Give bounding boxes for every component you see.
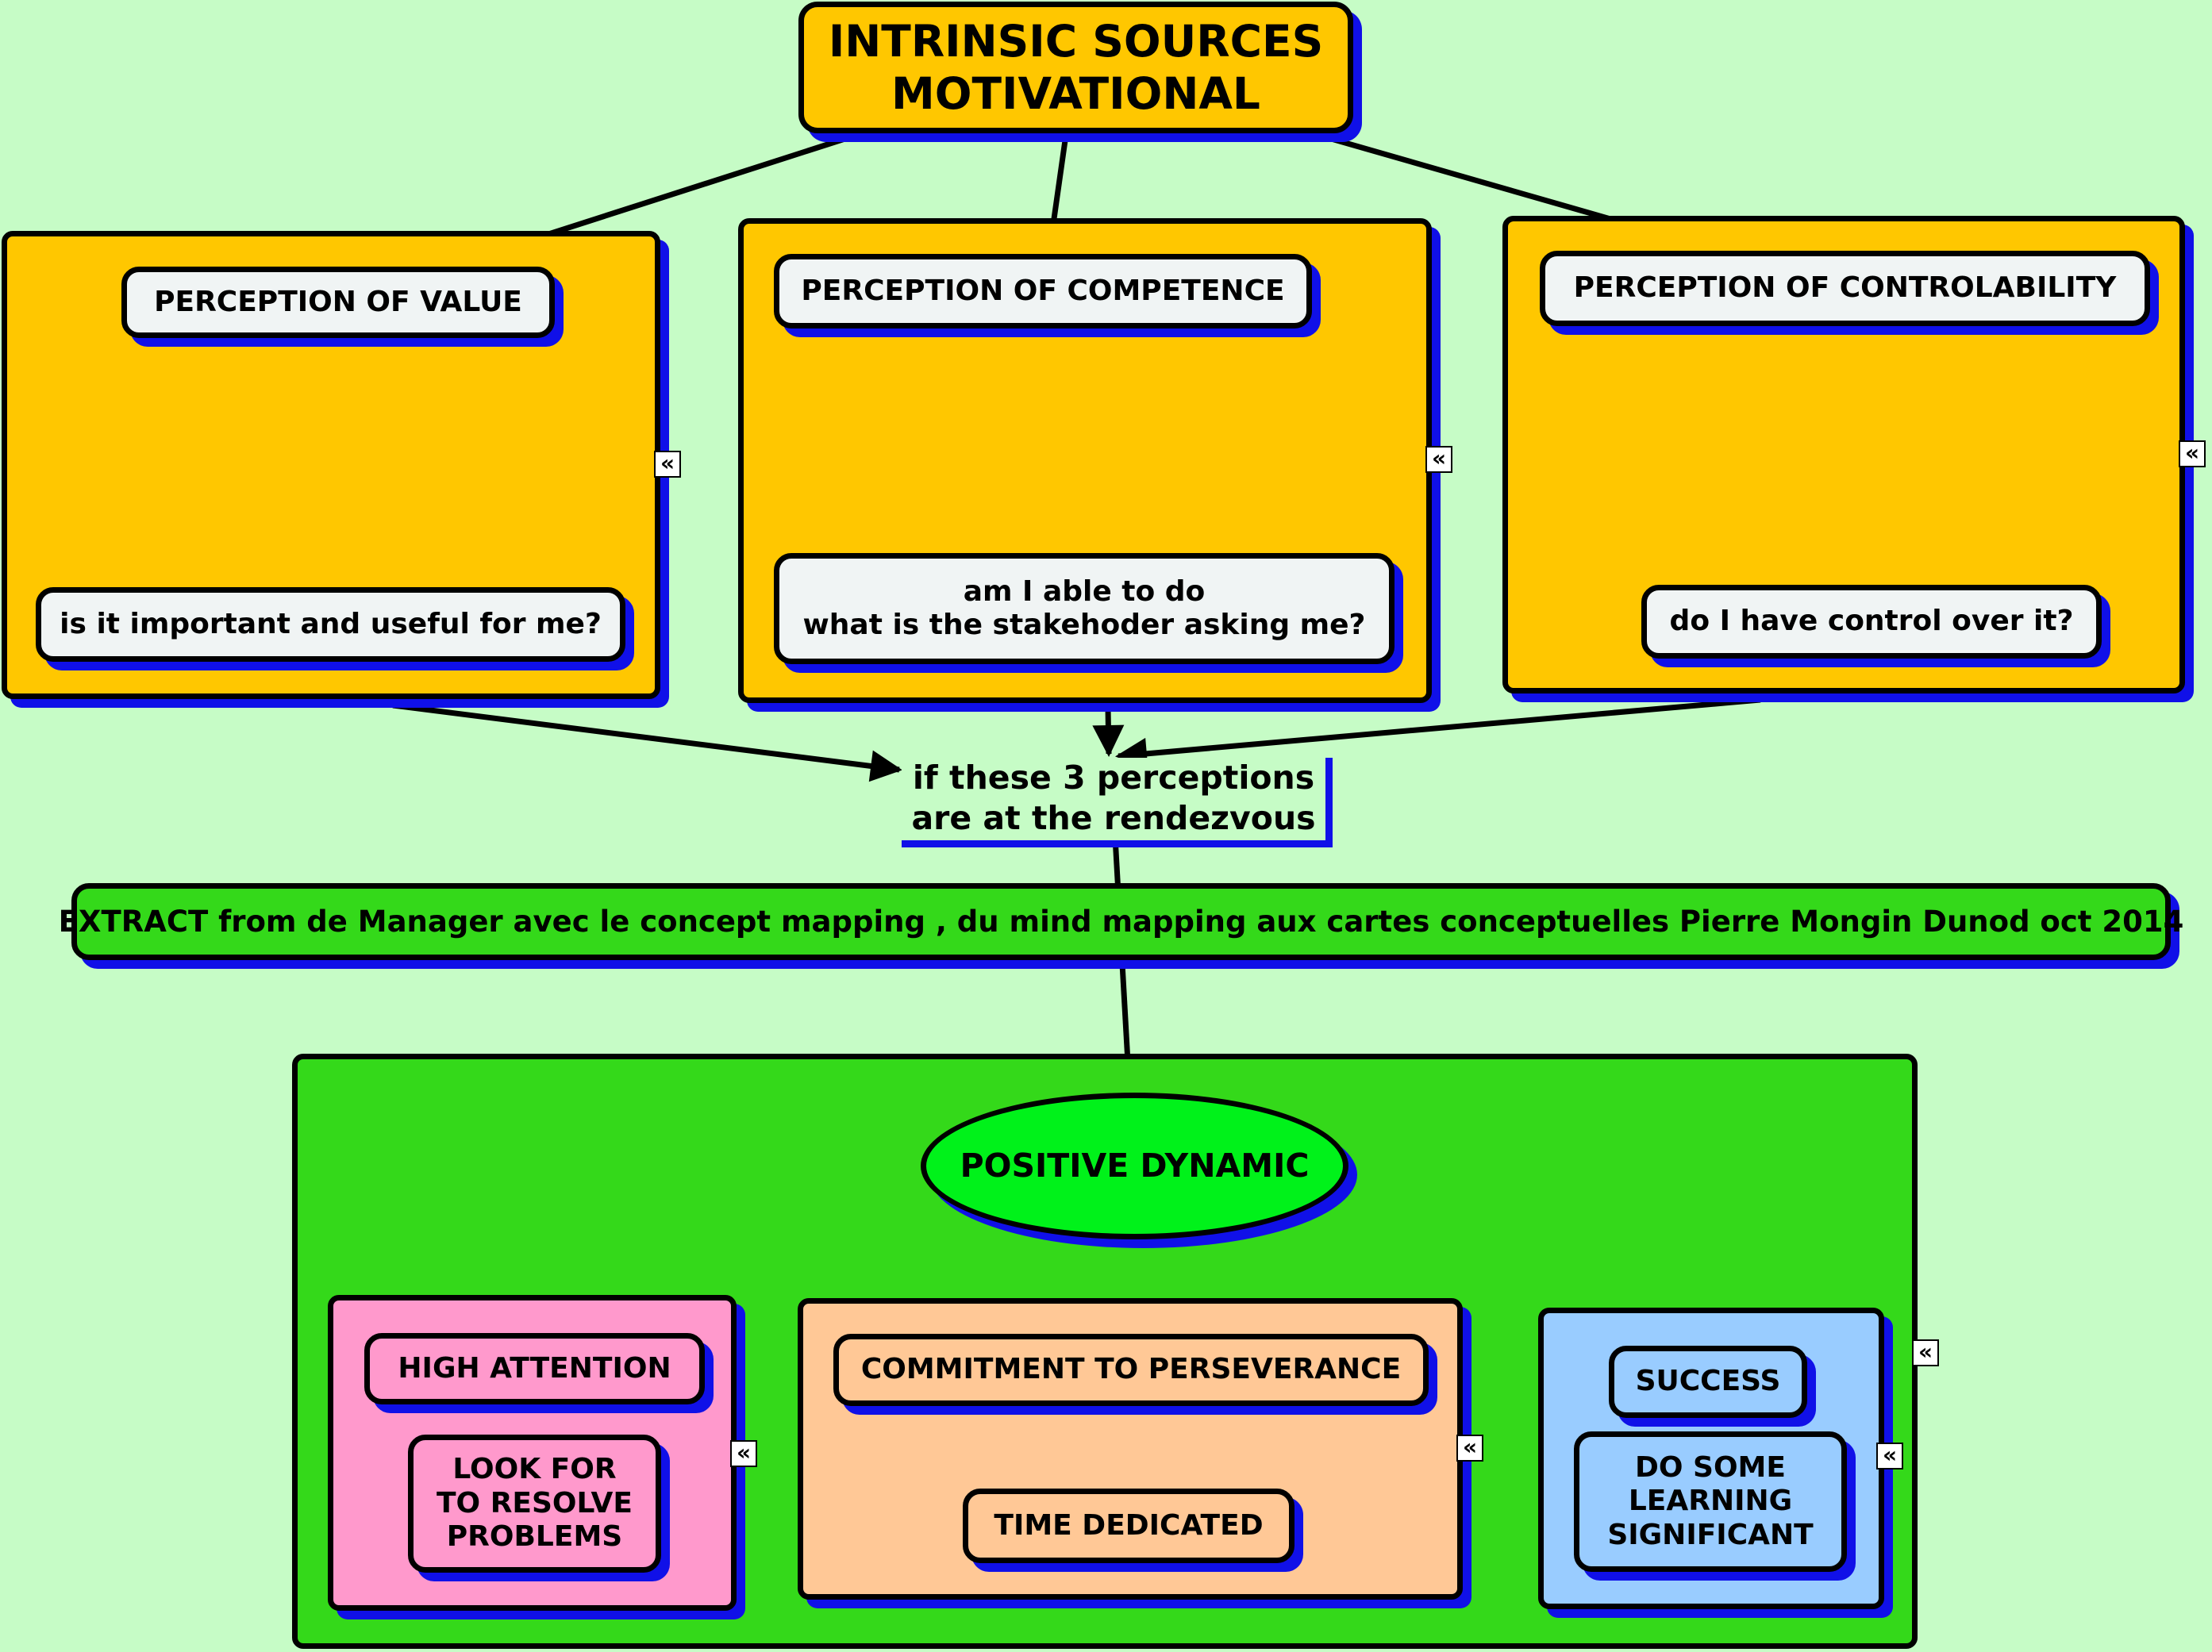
condition-text[interactable]: if these 3 perceptions are at the rendez…	[902, 758, 1333, 847]
arrow-condition-to-dynamic	[1112, 836, 1144, 1093]
collapse-icon[interactable]: «	[1425, 446, 1452, 473]
collapse-icon[interactable]: «	[1876, 1443, 1903, 1470]
high-attention-node[interactable]: HIGH ATTENTION	[364, 1333, 705, 1404]
value-question-node[interactable]: is it important and useful for me?	[36, 587, 625, 662]
root-node[interactable]: INTRINSIC SOURCES MOTIVATIONAL	[798, 2, 1353, 133]
collapse-icon[interactable]: «	[1456, 1435, 1483, 1462]
commitment-node[interactable]: COMMITMENT TO PERSEVERANCE	[833, 1334, 1429, 1406]
success-node[interactable]: SUCCESS	[1609, 1346, 1807, 1418]
time-dedicated-node[interactable]: TIME DEDICATED	[963, 1489, 1295, 1563]
arrow-value-to-condition	[392, 702, 902, 782]
collapse-icon[interactable]: «	[730, 1440, 757, 1467]
collapse-icon[interactable]: «	[2179, 440, 2206, 467]
learning-node[interactable]: DO SOME LEARNING SIGNIFICANT	[1574, 1431, 1847, 1572]
perception-of-competence-node[interactable]: PERCEPTION OF COMPETENCE	[774, 254, 1312, 328]
collapse-icon[interactable]: «	[654, 451, 681, 478]
arrow-competence-to-condition	[1092, 708, 1125, 757]
positive-dynamic-node[interactable]: POSITIVE DYNAMIC	[921, 1093, 1348, 1239]
control-question-node[interactable]: do I have control over it?	[1641, 585, 2102, 659]
arrow-control-to-condition	[1115, 697, 1761, 770]
perception-of-value-node[interactable]: PERCEPTION OF VALUE	[121, 267, 555, 338]
competence-question-node[interactable]: am I able to do what is the stakehoder a…	[774, 553, 1395, 664]
perception-of-controlability-node[interactable]: PERCEPTION OF CONTROLABILITY	[1540, 251, 2150, 326]
collapse-icon[interactable]: «	[1912, 1339, 1939, 1366]
look-for-node[interactable]: LOOK FOR TO RESOLVE PROBLEMS	[408, 1435, 661, 1573]
extract-banner[interactable]: EXTRACT from de Manager avec le concept …	[59, 883, 2183, 960]
